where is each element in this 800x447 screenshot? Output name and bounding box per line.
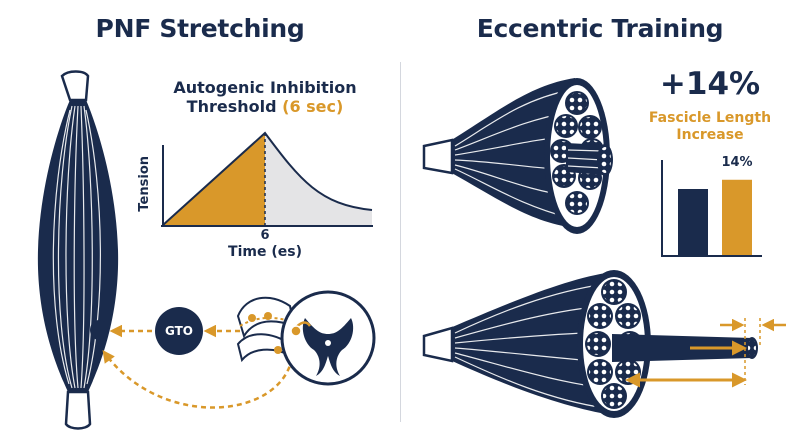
increased-bar [722,179,752,255]
x-axis-tick-label: 6 [260,228,270,243]
baseline-bar [678,189,708,255]
panel-divider [400,62,401,422]
tension-release-area [265,133,372,225]
stat-label: Fascicle Length Increase [622,110,798,144]
spinal-cord-illustration [236,290,376,386]
stat-label-line1: Fascicle Length [648,110,772,126]
tension-time-graph [161,131,373,227]
graph-title: Autogenic Inhibition Threshold (6 sec) [150,78,380,116]
x-axis-label: Time (es) [228,244,302,260]
fascicle-bar-chart [661,160,762,257]
graph-title-highlight: (6 sec) [282,97,344,117]
gto-node [155,307,203,355]
eccentric-training-title: Eccentric Training [476,14,724,43]
fusiform-muscle-illustration [37,70,119,430]
pnf-stretching-title: PNF Stretching [95,14,305,43]
gto-receptor-icon [90,320,108,340]
y-axis-label: Tension [137,156,153,212]
graph-title-line1: Autogenic Inhibition [173,78,357,97]
graph-title-line2: Threshold [186,97,283,117]
reflex-arc [102,307,294,409]
muscle-bundle-bottom [422,270,786,418]
stat-value: +14% [659,66,761,102]
stat-label-line2: Increase [676,126,744,143]
lengthened-fascicle [612,334,752,362]
return-signal-arrow [102,349,294,409]
muscle-bundle-top [422,78,613,234]
gto-label: GTO [164,324,194,338]
bar-value-label: 14% [721,155,753,170]
